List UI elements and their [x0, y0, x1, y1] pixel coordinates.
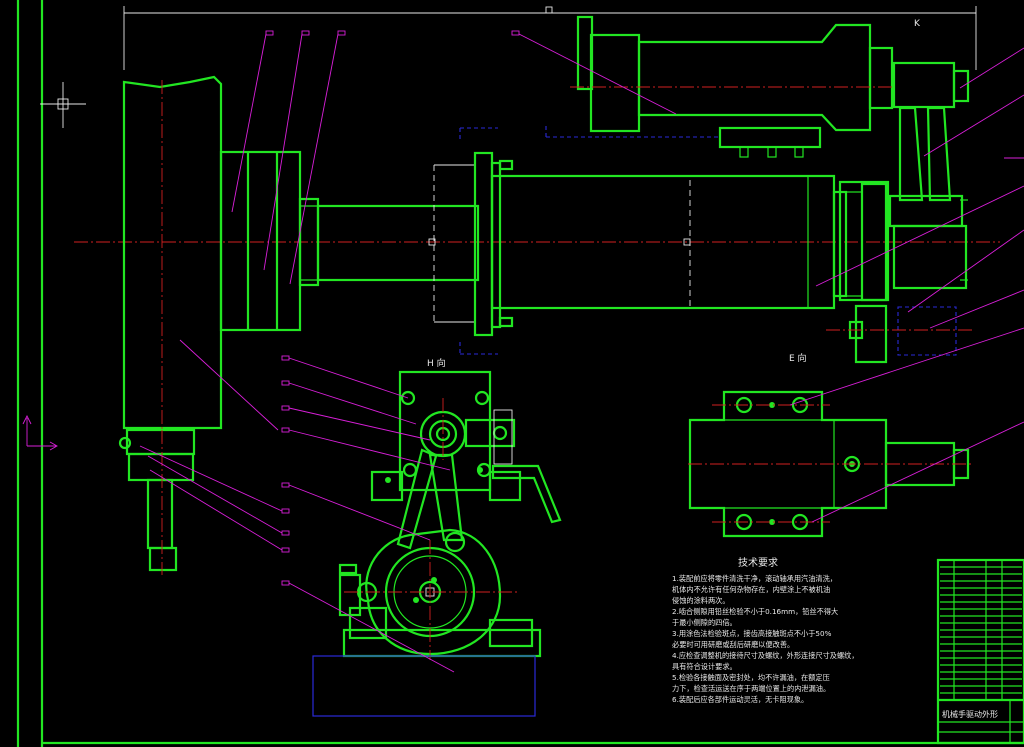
- top-dimension-line: [123, 6, 977, 70]
- title-block: 机械手驱动外形: [936, 558, 1024, 745]
- cylinder-flange: [459, 127, 514, 355]
- e-view-label: E 向: [789, 352, 807, 364]
- tech-line: 机体内不允许有任何杂物存在，内壁涂上不被机油: [672, 585, 830, 594]
- part-leader-lines: [139, 30, 1024, 673]
- tech-requirements: 技术要求 1.装配前应将零件清洗干净，滚动轴承用汽油清洗， 机体内不允许有任何杂…: [672, 556, 859, 704]
- flange-stack: [219, 150, 302, 332]
- upper-cylinder: [545, 15, 895, 158]
- tech-line: 必要时可用研磨或刮后研磨以便改善。: [672, 640, 794, 649]
- tech-line: 1.装配前应将零件清洗干净，滚动轴承用汽油清洗，: [672, 574, 837, 583]
- tech-line: 2.啮合侧隙用铅丝检验不小于0.16mm，铅丝不得大: [672, 607, 838, 616]
- connecting-shaft: [298, 197, 480, 287]
- foot-bracket: [118, 428, 196, 575]
- tech-line: 于最小侧隙的四倍。: [672, 618, 737, 627]
- k-view-mark: K: [914, 19, 921, 29]
- tech-line: 侵蚀的涂料两次。: [672, 596, 730, 605]
- drawing-frame: [16, 0, 1024, 747]
- ucs-axis-icon: [22, 414, 58, 451]
- title-block-name: 机械手驱动外形: [942, 709, 998, 719]
- e-view-part: [688, 390, 972, 538]
- tech-line: 3.用涂色法检验斑点，接齿高接触斑点不小于50%: [672, 629, 832, 638]
- tech-title: 技术要求: [738, 556, 778, 569]
- piston-hidden: [428, 164, 691, 323]
- tech-line: 6.装配后应各部件运动灵活，无卡阻现象。: [672, 695, 808, 704]
- h-view-crank: [312, 370, 562, 717]
- tech-line: 具有符合设计要求。: [672, 662, 737, 671]
- tech-line: 5.检验各接触面及密封处，均不许漏油，在额定压: [672, 673, 830, 682]
- right-linkage-arm: [888, 61, 970, 290]
- cylinder-end-cap: [832, 180, 890, 302]
- tech-line: 4.应检查调整机的接待尺寸及螺纹，外形连接尺寸及螺纹，: [672, 651, 859, 660]
- crosshair-cursor-icon: [40, 82, 86, 128]
- h-view-label: H 向: [427, 357, 446, 369]
- small-fitting: [826, 304, 972, 364]
- left-column-body: [122, 75, 223, 442]
- tech-line: 力下，检查活运送在序于两端位置上的内泄漏油。: [672, 684, 830, 693]
